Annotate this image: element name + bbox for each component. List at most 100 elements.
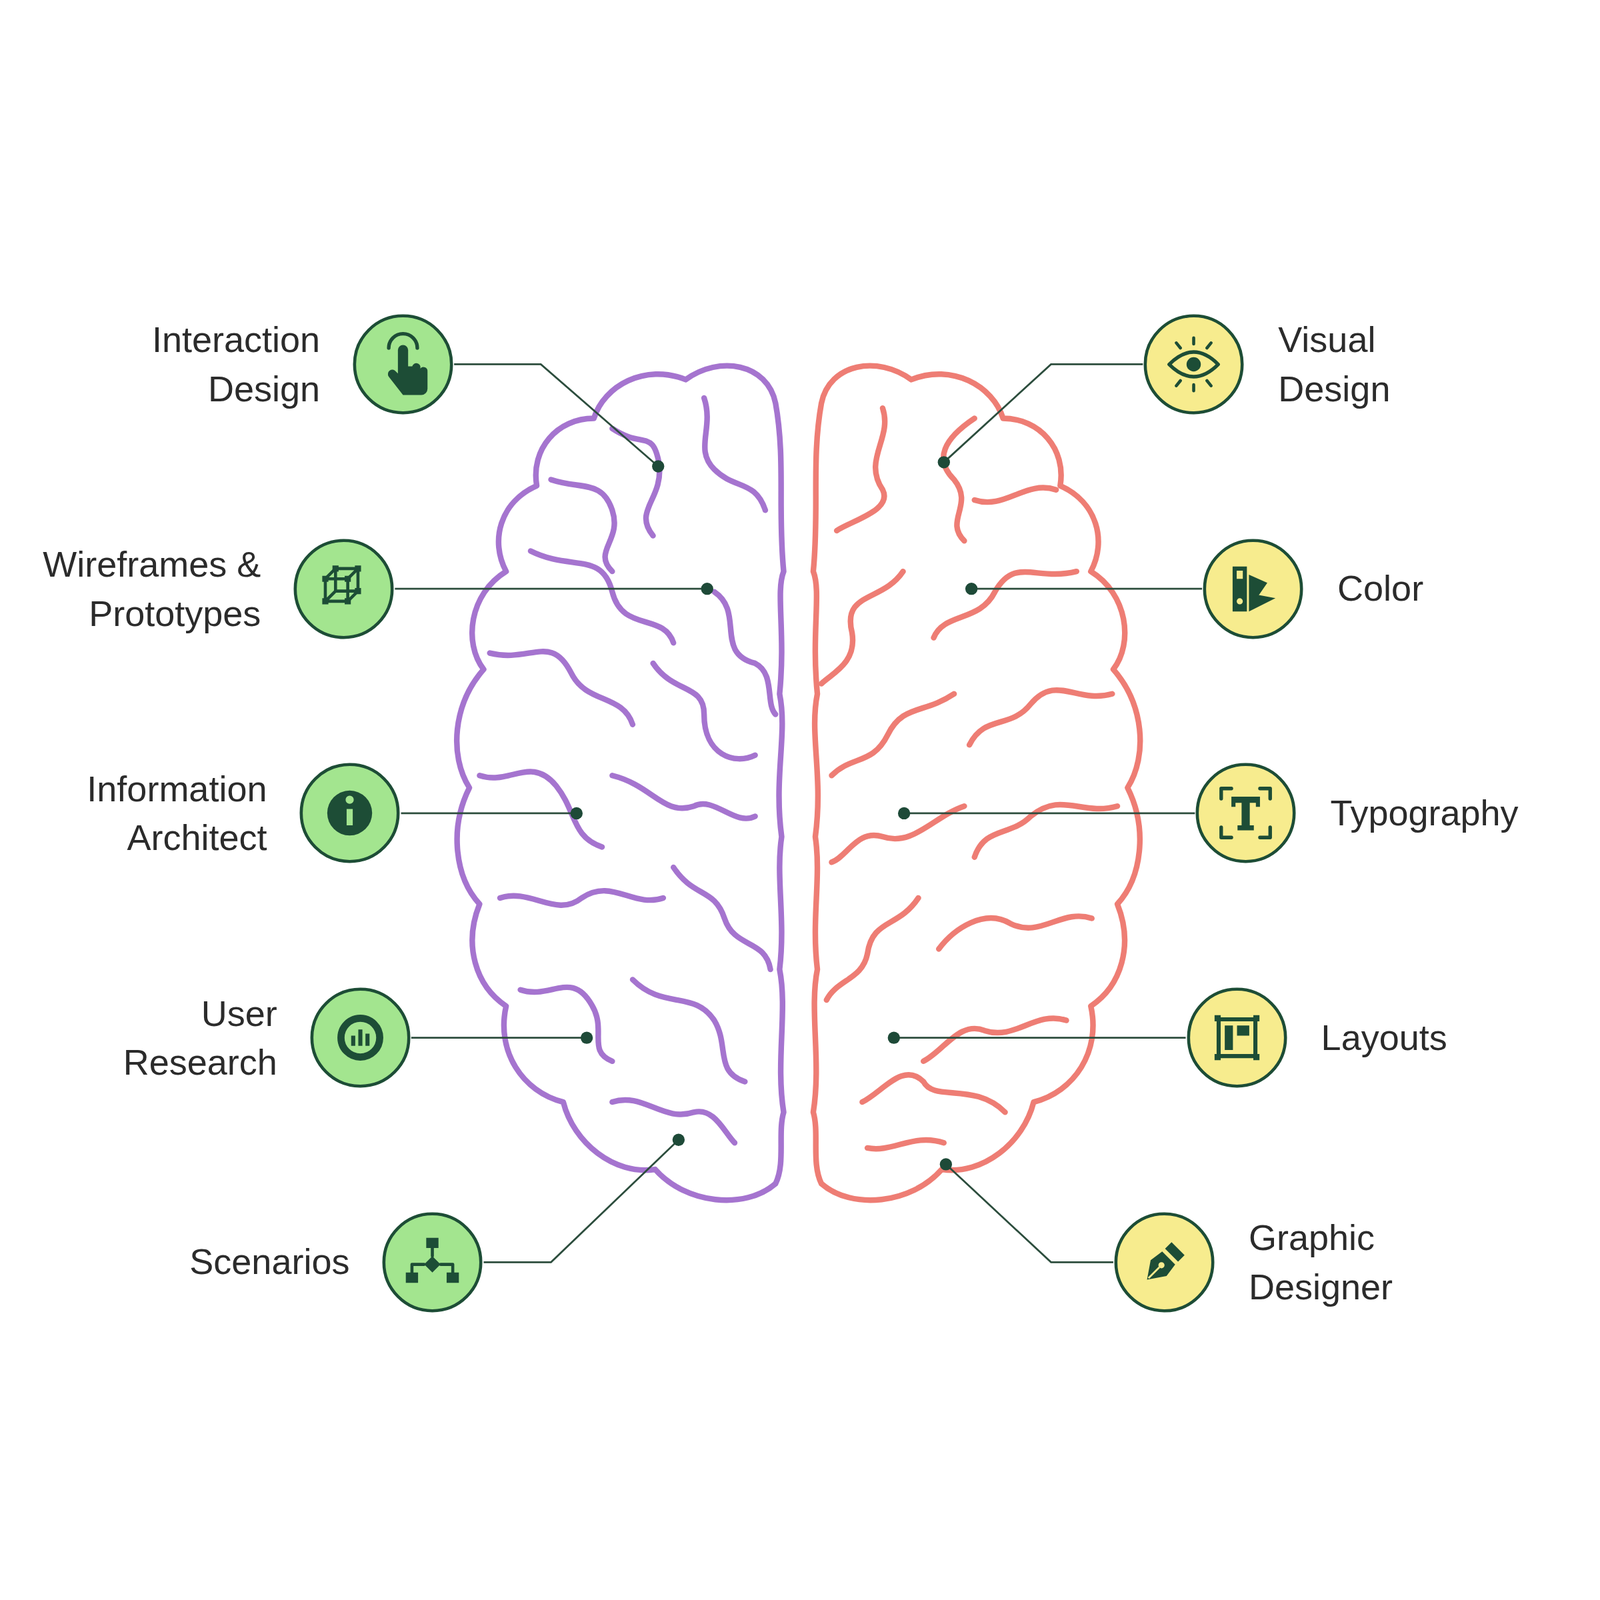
gyrus xyxy=(673,867,770,970)
leader-line xyxy=(904,812,1195,815)
icon-stroke xyxy=(325,568,358,602)
hemisphere-outline xyxy=(813,366,1140,1201)
node-label: Visual Design xyxy=(1278,315,1444,414)
leader-dot xyxy=(965,582,978,595)
gyrus xyxy=(938,916,1092,949)
icon-glyph xyxy=(1232,566,1276,611)
icon-circle-node: Scenarios xyxy=(381,1211,484,1314)
node-label: Information Architect xyxy=(50,764,267,862)
icon-circle xyxy=(298,762,401,864)
gyrus xyxy=(714,592,776,715)
circle-outline xyxy=(1197,764,1294,862)
icon-circle xyxy=(292,538,395,640)
leader-line xyxy=(484,1140,679,1263)
icon-glyph xyxy=(406,1238,460,1283)
leader-dot xyxy=(898,807,910,820)
icon-glyph xyxy=(1214,1015,1259,1060)
left-hemisphere xyxy=(456,366,784,1201)
icon-circle-node: Typography xyxy=(1194,762,1297,864)
icon-circle xyxy=(1142,313,1245,416)
icon-circle-node: User Research xyxy=(309,986,412,1089)
gyrus xyxy=(836,408,885,531)
icon-circle-node: Graphic Designer xyxy=(1113,1211,1216,1314)
leader-line xyxy=(946,1164,1114,1262)
icon-circle-node: Interaction Design xyxy=(352,313,454,416)
gyrus xyxy=(530,551,674,644)
gyrus xyxy=(943,418,975,542)
icon-circle xyxy=(381,1211,484,1314)
node-label: Graphic Designer xyxy=(1248,1213,1436,1312)
node-label: Scenarios xyxy=(189,1238,350,1287)
circle-outline xyxy=(384,1214,481,1311)
icon-glyph xyxy=(327,790,372,836)
gyrus xyxy=(500,890,664,906)
gyrus xyxy=(969,690,1112,745)
gyrus xyxy=(653,663,756,759)
icon-stroke xyxy=(1231,796,1260,831)
icon-stroke xyxy=(1169,352,1218,377)
gyrus xyxy=(867,1140,944,1149)
leader-dot xyxy=(672,1134,685,1146)
icon-circle xyxy=(352,313,454,416)
leader-dot xyxy=(580,1031,593,1044)
circle-outline xyxy=(1204,540,1302,637)
circle-outline xyxy=(1188,989,1285,1086)
leader-dot xyxy=(888,1031,900,1044)
icon-glyph xyxy=(340,1018,380,1058)
icon-circle xyxy=(1186,986,1288,1089)
gyrus xyxy=(704,398,766,510)
circle-outline xyxy=(1145,316,1242,413)
leader-line xyxy=(411,1036,587,1039)
gyrus xyxy=(612,428,660,536)
node-label: Layouts xyxy=(1321,1013,1448,1062)
icon-stroke xyxy=(1236,570,1243,605)
leader-dot xyxy=(940,1158,952,1170)
gyrus xyxy=(923,1018,1066,1061)
icon-circle xyxy=(1194,762,1297,864)
gyrus xyxy=(632,979,745,1082)
icon-stroke xyxy=(1232,566,1276,611)
icon-stroke xyxy=(1221,788,1270,838)
circle-outline xyxy=(1116,1214,1213,1311)
icon-circle-node: Information Architect xyxy=(298,762,401,864)
icon-stroke xyxy=(1186,357,1201,372)
icon-stroke xyxy=(327,790,372,836)
gyrus xyxy=(934,571,1077,638)
gyrus xyxy=(862,1074,1005,1112)
icon-stroke xyxy=(340,1018,380,1058)
icon-glyph xyxy=(1169,338,1218,392)
icon-glyph xyxy=(388,334,428,396)
icon-circle-node: Wireframes & Prototypes xyxy=(292,538,395,640)
gyrus xyxy=(974,488,1056,503)
gyrus xyxy=(520,987,613,1062)
icon-stroke xyxy=(388,344,428,395)
gyrus xyxy=(831,806,964,862)
icon-circle xyxy=(1113,1211,1216,1314)
icon-stroke xyxy=(351,1029,370,1046)
leader-dot xyxy=(701,582,714,595)
icon-circle xyxy=(1202,538,1304,640)
gyrus xyxy=(612,775,755,818)
right-hemisphere xyxy=(813,366,1140,1201)
leader-dot xyxy=(938,456,950,468)
icon-stroke xyxy=(1139,1240,1186,1288)
icon-stroke xyxy=(1146,1260,1166,1280)
node-label: User Research xyxy=(100,988,278,1087)
node-label: Typography xyxy=(1330,788,1518,838)
leader-dots xyxy=(570,456,978,1170)
icon-glyph xyxy=(1221,788,1270,838)
icon-circle xyxy=(309,986,412,1089)
node-label: Interaction Design xyxy=(104,315,320,414)
icon-stroke xyxy=(1176,338,1212,392)
icon-stroke xyxy=(406,1238,460,1283)
circle-outline xyxy=(354,316,452,413)
icon-circle-node: Layouts xyxy=(1186,986,1288,1089)
leader-line xyxy=(394,588,707,590)
icon-stroke xyxy=(346,796,354,826)
leader-dot xyxy=(652,460,664,472)
circle-outline xyxy=(312,989,409,1086)
gyrus xyxy=(826,898,919,1000)
leader-line xyxy=(971,588,1202,590)
icon-glyph xyxy=(1139,1240,1186,1288)
